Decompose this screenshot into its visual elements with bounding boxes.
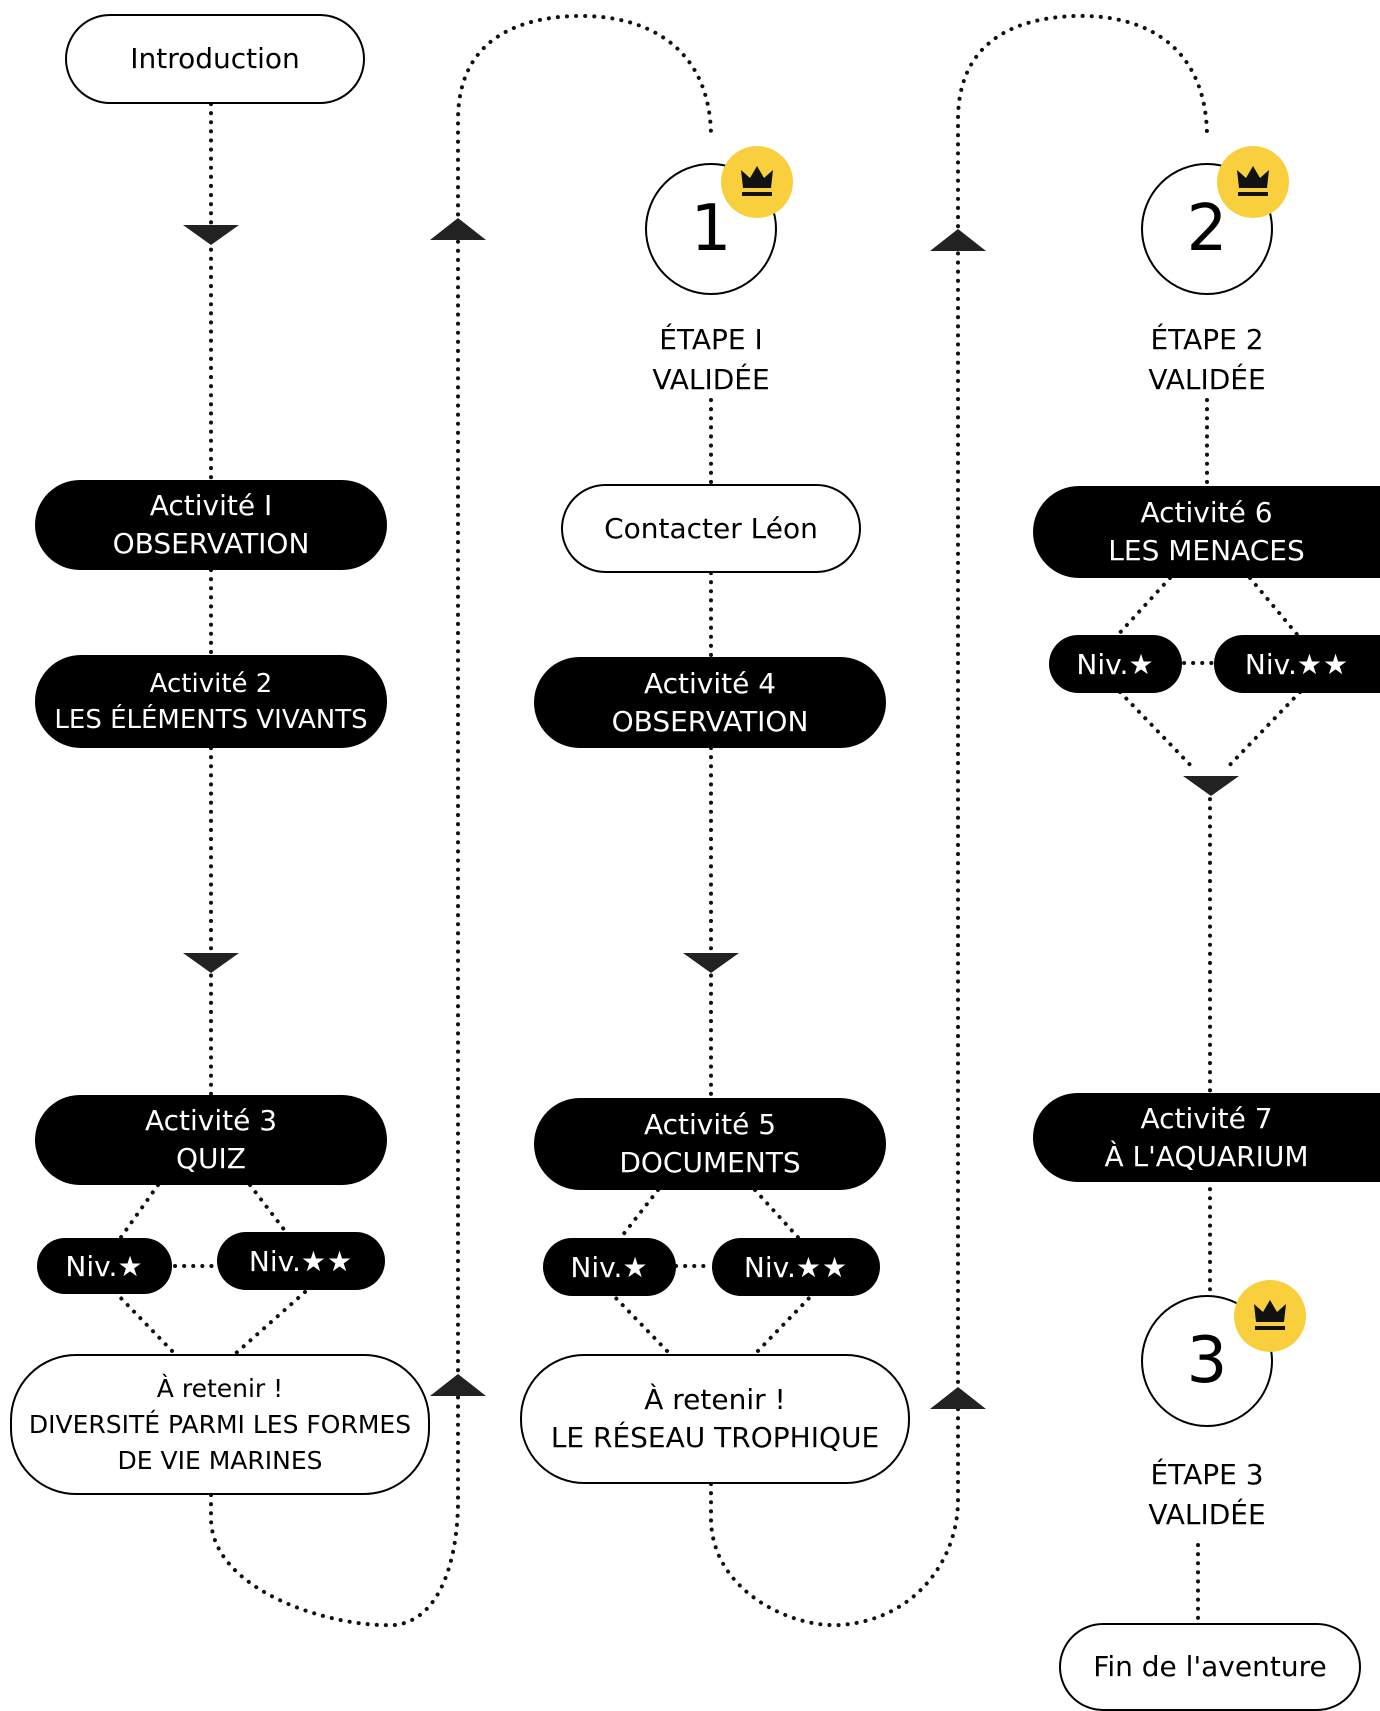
step-1-label-line1: ÉTAPE I: [659, 323, 763, 356]
activity-2-title: Activité 2: [149, 668, 273, 699]
crown-icon: [1217, 146, 1289, 218]
two-stars-icon: ★★: [1296, 647, 1350, 681]
retenir-1-node[interactable]: À retenir ! DIVERSITÉ PARMI LES FORMES D…: [10, 1354, 430, 1495]
activity-7-subtitle: À L'AQUARIUM: [1104, 1139, 1309, 1173]
arrow-down-icon: [183, 225, 239, 245]
connector-a3-lvl2: [248, 1183, 294, 1242]
connector-a3-lvl1: [117, 1183, 160, 1242]
step-2-label-line1: ÉTAPE 2: [1150, 323, 1264, 356]
step-3-label-line1: ÉTAPE 3: [1150, 1458, 1264, 1491]
connector-lvl2-r2: [753, 1290, 817, 1356]
activity-2-subtitle: LES ÉLÉMENTS VIVANTS: [54, 704, 368, 735]
contact-leon-label: Contacter Léon: [604, 511, 818, 545]
step-1-label-line2: VALIDÉE: [652, 363, 770, 396]
step-2-label-line2: VALIDÉE: [1148, 363, 1266, 396]
level-1-button[interactable]: Niv.★: [37, 1238, 172, 1294]
arrow-down-icon: [1183, 776, 1239, 796]
retenir-2-line1: LE RÉSEAU TROPHIQUE: [550, 1421, 880, 1454]
step-3-number: 3: [1186, 1324, 1228, 1398]
retenir-1-title: À retenir !: [156, 1373, 284, 1403]
intro-node[interactable]: Introduction: [65, 14, 365, 104]
activity-3-subtitle: QUIZ: [176, 1142, 246, 1175]
level-prefix: Niv.: [65, 1249, 118, 1283]
step-2-number: 2: [1186, 192, 1228, 266]
activity-6-title: Activité 6: [1140, 496, 1273, 529]
activity-1-title: Activité I: [149, 489, 273, 522]
retenir-1-line1: DIVERSITÉ PARMI LES FORMES: [28, 1409, 412, 1439]
activity-3-title: Activité 3: [144, 1104, 278, 1137]
retenir-1-line2: DE VIE MARINES: [117, 1445, 323, 1475]
activity-3-node[interactable]: Activité 3 QUIZ: [35, 1095, 387, 1185]
connector-lvl1-merge: [1118, 690, 1197, 772]
intro-label: Introduction: [130, 42, 300, 75]
arrow-up-icon: [930, 1387, 986, 1409]
connector-lvl2-r1: [233, 1290, 307, 1356]
level-prefix: Niv.: [570, 1250, 623, 1284]
step-1-number: 1: [690, 192, 732, 266]
level-prefix: Niv.: [248, 1244, 301, 1278]
activity-5-node[interactable]: Activité 5 DOCUMENTS: [534, 1098, 886, 1190]
level-2-button[interactable]: Niv.★★: [1214, 635, 1380, 693]
crown-icon: [1234, 1280, 1306, 1352]
arrow-up-icon: [430, 218, 486, 240]
activity-4-title: Activité 4: [643, 666, 777, 700]
connector-a6-lvl1: [1113, 576, 1172, 640]
activity-1-node[interactable]: Activité I OBSERVATION: [35, 480, 387, 570]
connector-loop-2: [709, 13, 1209, 1628]
retenir-2-node[interactable]: À retenir ! LE RÉSEAU TROPHIQUE: [520, 1354, 910, 1484]
end-label: Fin de l'aventure: [1093, 1650, 1327, 1683]
activity-5-subtitle: DOCUMENTS: [619, 1146, 801, 1179]
connector-a5-lvl2: [753, 1188, 807, 1247]
level-2-button[interactable]: Niv.★★: [217, 1232, 385, 1290]
activity-6-subtitle: LES MENACES: [1108, 534, 1305, 567]
activity-7-node[interactable]: Activité 7 À L'AQUARIUM: [1033, 1093, 1380, 1182]
activity-7-title: Activité 7: [1140, 1101, 1273, 1135]
level-1-button[interactable]: Niv.★: [1049, 635, 1182, 693]
arrow-down-icon: [183, 953, 239, 973]
retenir-2-title: À retenir !: [644, 1383, 786, 1416]
contact-leon-node[interactable]: Contacter Léon: [561, 484, 861, 573]
connector-lvl2-merge: [1223, 690, 1302, 772]
level-prefix: Niv.: [1244, 647, 1297, 681]
level-prefix: Niv.: [1076, 647, 1129, 681]
star-icon: ★: [1128, 647, 1155, 681]
crown-icon: [721, 146, 793, 218]
connector-lvl1-r1: [113, 1290, 177, 1356]
end-node[interactable]: Fin de l'aventure: [1059, 1623, 1361, 1711]
star-icon: ★: [117, 1249, 144, 1283]
connector-lvl1-r2: [608, 1290, 672, 1356]
arrow-down-icon: [683, 953, 739, 973]
activity-5-title: Activité 5: [643, 1108, 777, 1141]
activity-6-node[interactable]: Activité 6 LES MENACES: [1033, 486, 1380, 578]
level-prefix: Niv.: [743, 1250, 796, 1284]
activity-1-subtitle: OBSERVATION: [112, 527, 310, 560]
step-1-label: ÉTAPE I VALIDÉE: [591, 320, 831, 400]
arrow-up-icon: [430, 1374, 486, 1396]
activity-2-node[interactable]: Activité 2 LES ÉLÉMENTS VIVANTS: [35, 655, 387, 748]
activity-4-node[interactable]: Activité 4 OBSERVATION: [534, 657, 886, 748]
step-3-circle: 3: [1141, 1295, 1273, 1427]
activity-4-subtitle: OBSERVATION: [611, 704, 809, 738]
connector-a5-lvl1: [613, 1188, 660, 1247]
arrow-up-icon: [930, 229, 986, 251]
step-3-label: ÉTAPE 3 VALIDÉE: [1087, 1455, 1327, 1535]
step-3-label-line2: VALIDÉE: [1148, 1498, 1266, 1531]
step-2-label: ÉTAPE 2 VALIDÉE: [1087, 320, 1327, 400]
level-2-button[interactable]: Niv.★★: [712, 1238, 880, 1296]
star-icon: ★: [622, 1250, 649, 1284]
level-1-button[interactable]: Niv.★: [543, 1238, 676, 1296]
connector-a6-lvl2: [1248, 576, 1302, 640]
connector-loop-1: [209, 13, 713, 1628]
two-stars-icon: ★★: [300, 1244, 354, 1278]
two-stars-icon: ★★: [795, 1250, 849, 1284]
